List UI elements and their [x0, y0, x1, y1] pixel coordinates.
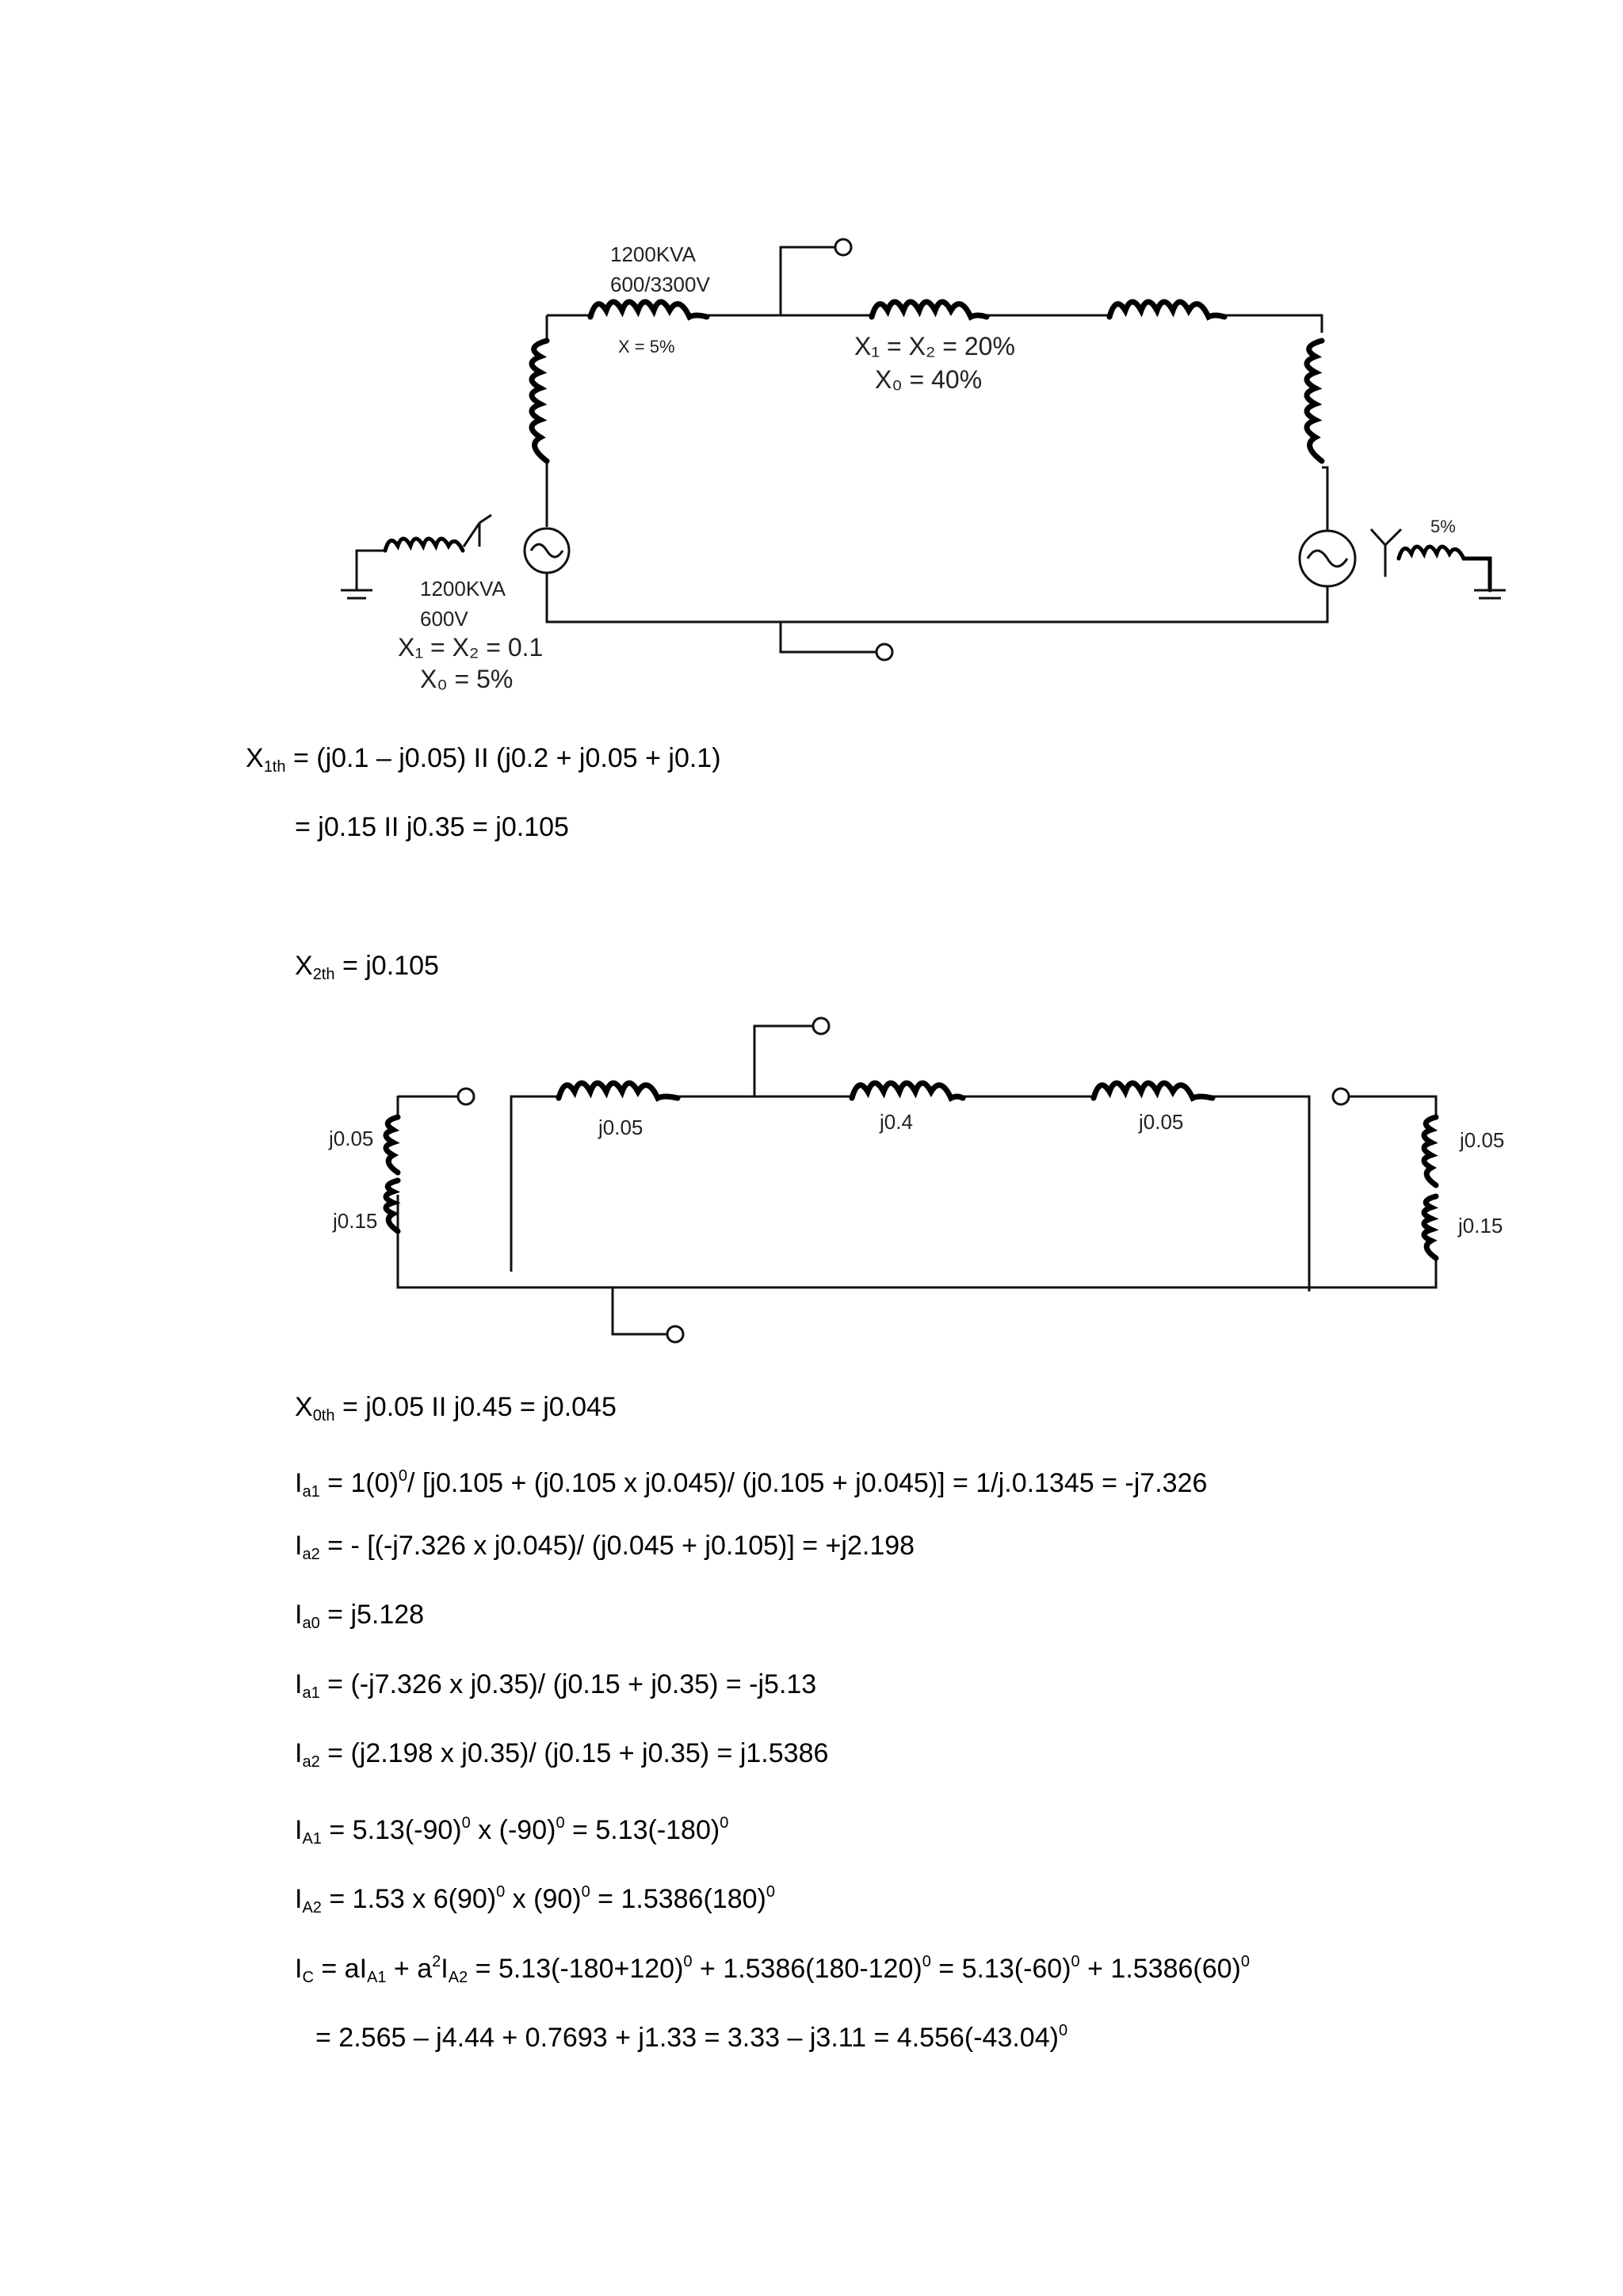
- coil-top-right: [1090, 1080, 1216, 1102]
- gen-left-x0: X₀ = 5%: [420, 665, 513, 693]
- label-left-lower: j0.15: [332, 1209, 377, 1233]
- gen-right-reactance: 5%: [1430, 517, 1456, 536]
- ground: [1474, 589, 1506, 600]
- sine-icon: [1306, 549, 1349, 568]
- coil-top-mid: [849, 1080, 966, 1102]
- coil-right-lower: [1421, 1193, 1439, 1261]
- label-right-lower: j0.15: [1457, 1214, 1503, 1238]
- label-top-left: j0.05: [598, 1116, 643, 1139]
- label-left-upper: j0.05: [328, 1127, 373, 1150]
- wire: [1322, 466, 1329, 532]
- neutral-coil: [1396, 544, 1492, 593]
- transformer-coil-left: [529, 338, 550, 464]
- line-coil: [869, 299, 990, 321]
- terminal: [834, 238, 853, 257]
- transformer-voltage: 600/3300V: [610, 273, 710, 296]
- wire: [547, 314, 1323, 333]
- equation-x1th-result: = j0.15 II j0.35 = j0.105: [295, 812, 569, 842]
- gen-left-rating: 1200KVA: [420, 577, 506, 601]
- network-diagram-1: 1200KVA 600/3300V X = 5% X₁ = X₂ = 20% X…: [341, 238, 1506, 693]
- wire: [396, 1095, 458, 1098]
- equation-ia2: Ia2 = - [(-j7.326 x j0.045)/ (j0.045 + j…: [295, 1531, 915, 1563]
- wire: [545, 570, 1329, 624]
- transformer-reactance: X = 5%: [618, 337, 675, 357]
- bottom-tap: [611, 1287, 667, 1336]
- equation-ic: IC = aIA1 + a2IA2 = 5.13(-180+120)0 + 1.…: [295, 1953, 1250, 1986]
- label-right-upper: j0.05: [1459, 1128, 1504, 1152]
- equation-iA2: IA2 = 1.53 x 6(90)0 x (90)0 = 1.5386(180…: [295, 1883, 775, 1917]
- terminal: [812, 1016, 831, 1035]
- equation-ia1-phase: Ia1 = (-j7.326 x j0.35)/ (j0.15 + j0.35)…: [295, 1669, 817, 1702]
- transformer-rating: 1200KVA: [610, 242, 697, 266]
- wire: [396, 1097, 1438, 1289]
- bus-tap-top: [779, 246, 834, 315]
- equation-x0th: X0th = j0.05 II j0.45 = j0.045: [295, 1392, 617, 1425]
- ground: [341, 549, 385, 600]
- wye-symbol: [462, 513, 492, 547]
- line-zero-reactance: X₀ = 40%: [875, 365, 982, 394]
- equation-ic-result: = 2.565 – j4.44 + 0.7693 + j1.33 = 3.33 …: [315, 2022, 1068, 2053]
- line-positive-negative-reactance: X₁ = X₂ = 20%: [854, 332, 1015, 360]
- coil-top-left: [556, 1080, 681, 1102]
- transformer-coil: [587, 299, 710, 321]
- line-coil: [1106, 299, 1228, 321]
- terminal: [456, 1087, 475, 1106]
- coil-left-lower: [383, 1177, 401, 1234]
- terminal: [1331, 1087, 1350, 1106]
- equation-ia1: Ia1 = 1(0)0/ [j0.105 + (j0.105 x j0.045)…: [295, 1467, 1208, 1501]
- gen-left-x12: X₁ = X₂ = 0.1: [398, 633, 543, 662]
- gen-left-voltage: 600V: [420, 607, 468, 631]
- terminal: [666, 1325, 685, 1344]
- equation-iA1: IA1 = 5.13(-90)0 x (-90)0 = 5.13(-180)0: [295, 1814, 729, 1848]
- equation-ia0: Ia0 = j5.128: [295, 1600, 425, 1632]
- equation-ia2-phase: Ia2 = (j2.198 x j0.35)/ (j0.15 + j0.35) …: [295, 1738, 829, 1771]
- bus-tap-bottom: [779, 622, 876, 654]
- top-tap: [753, 1024, 812, 1097]
- network-diagram-2: j0.05 j0.15 j0.05 j0.4 j0.05 j0.05 j0.15: [328, 1016, 1504, 1344]
- label-top-mid: j0.4: [879, 1110, 913, 1134]
- wire: [510, 1095, 1311, 1291]
- wye-symbol: [1369, 528, 1403, 577]
- equation-x2th: X2th = j0.105: [295, 951, 439, 983]
- equation-x1th: X1th = (j0.1 – j0.05) II (j0.2 + j0.05 +…: [246, 743, 721, 776]
- wire: [1349, 1095, 1438, 1117]
- terminal: [875, 643, 894, 662]
- sine-icon: [529, 543, 564, 559]
- label-top-right: j0.05: [1138, 1110, 1183, 1134]
- coil-right-upper: [1421, 1114, 1439, 1188]
- coil-left-upper: [383, 1114, 401, 1176]
- transformer-coil-right: [1304, 338, 1325, 464]
- neutral-coil: [383, 536, 465, 553]
